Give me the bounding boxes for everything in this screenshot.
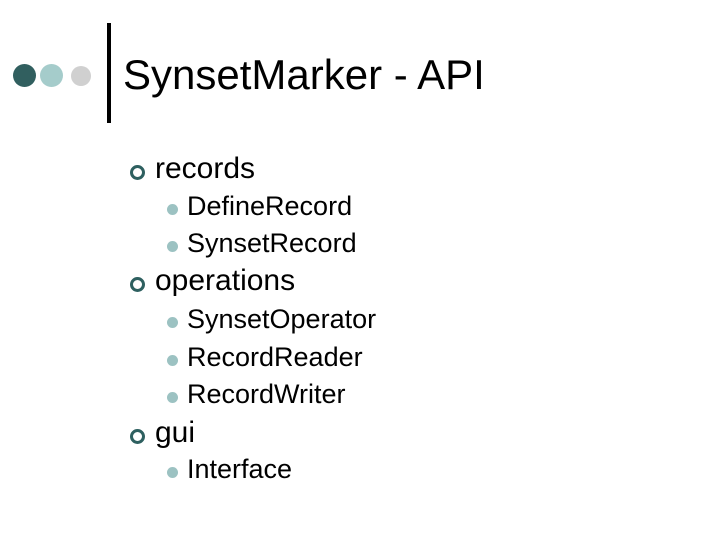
sub-bullet-item: RecordWriter — [130, 380, 610, 409]
ring-bullet-icon — [130, 164, 145, 180]
sub-bullet-item: SynsetOperator — [130, 305, 610, 334]
dot-bullet-icon — [167, 317, 178, 328]
dot-bullet-icon — [167, 241, 178, 252]
sub-bullet-label: Interface — [187, 454, 293, 484]
sub-bullet-item: RecordReader — [130, 343, 610, 372]
bullet-label: gui — [155, 416, 196, 449]
bullet-label: records — [155, 152, 256, 185]
dot-bullet-icon — [167, 204, 178, 215]
dot-bullet-icon — [167, 392, 178, 403]
slide-title: SynsetMarker - API — [123, 51, 485, 98]
sub-bullet-item: SynsetRecord — [130, 229, 610, 258]
bullet-item-gui: gui — [130, 417, 610, 449]
sub-bullet-label: RecordReader — [187, 342, 363, 372]
dot-bullet-icon — [167, 355, 178, 366]
bullet-label: operations — [155, 264, 296, 297]
bullet-list: records DefineRecord SynsetRecord operat… — [130, 153, 610, 484]
sub-bullet-item: DefineRecord — [130, 192, 610, 221]
bullet-item-records: records — [130, 153, 610, 185]
sub-bullet-item: Interface — [130, 455, 610, 484]
decorative-dot-light-icon — [40, 64, 63, 87]
dot-bullet-icon — [167, 467, 178, 478]
decorative-dot-gray-icon — [71, 66, 91, 86]
sub-bullet-label: DefineRecord — [187, 191, 353, 221]
sub-bullet-label: SynsetRecord — [187, 228, 357, 258]
ring-bullet-icon — [130, 276, 145, 292]
sub-bullet-label: RecordWriter — [187, 379, 346, 409]
bullet-item-operations: operations — [130, 265, 610, 297]
title-divider-line — [107, 23, 111, 123]
ring-bullet-icon — [130, 428, 145, 444]
sub-bullet-label: SynsetOperator — [187, 304, 377, 334]
decorative-dot-dark-icon — [13, 64, 36, 87]
